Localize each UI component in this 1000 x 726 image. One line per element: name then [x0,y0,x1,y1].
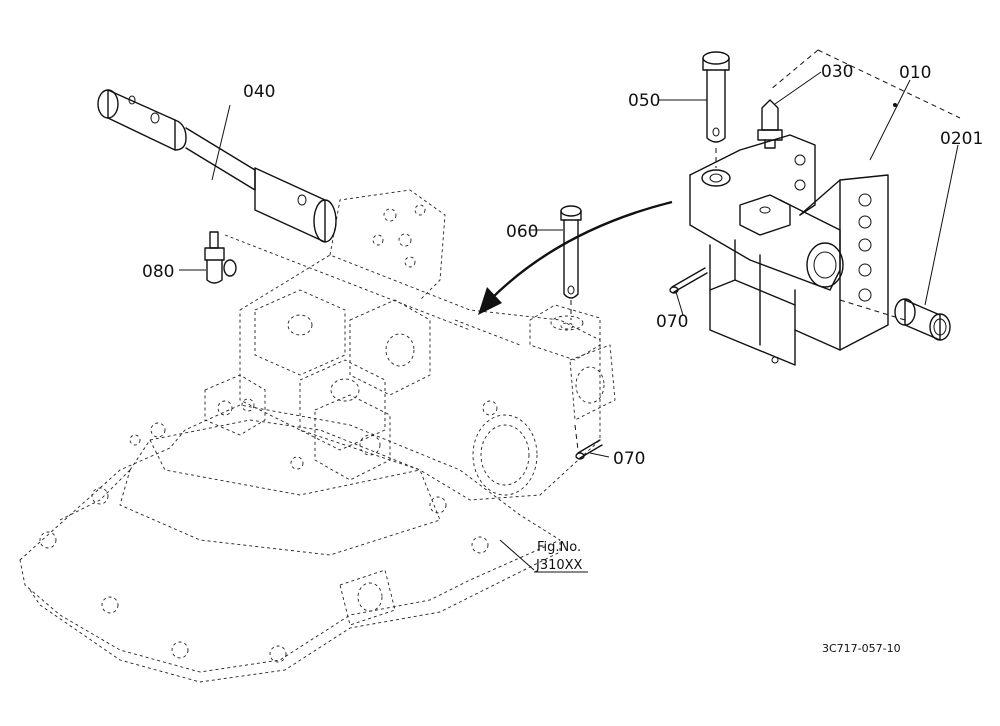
figure-reference-line1: Fig.No. [537,540,581,555]
callout-050: 050 [628,91,660,111]
bushing-0201 [894,298,951,341]
callout-070-lower: 070 [613,449,645,469]
callout-040: 040 [243,82,275,102]
callout-060: 060 [506,222,538,242]
assembly-arrow [478,200,673,315]
figure-reference-line2: J310XX [535,558,583,573]
cotter-pin-upper [669,267,708,294]
alignment-lines [570,49,961,451]
callout-070-upper: 070 [656,312,688,332]
hydraulic-housing-ghost [19,189,616,683]
clevis-pin-060 [560,205,582,299]
fitting-080 [204,231,237,284]
drawing-code: 3C717-057-10 [822,642,901,655]
callout-030: 030 [821,62,853,82]
clevis-pin-050 [702,51,730,143]
figure-reference: Fig.No. J310XX [534,540,588,573]
grease-nipple-030 [757,99,783,149]
callout-080: 080 [142,262,174,282]
callout-labels: 010 0201 030 040 050 060 070 070 080 [142,62,983,469]
callout-0201: 0201 [940,129,983,149]
lift-shaft-part [97,89,337,243]
leader-lines [179,71,959,571]
lift-arm-bracket-010 [689,134,889,366]
callout-010: 010 [899,63,931,83]
cotter-pin-lower [575,439,603,460]
